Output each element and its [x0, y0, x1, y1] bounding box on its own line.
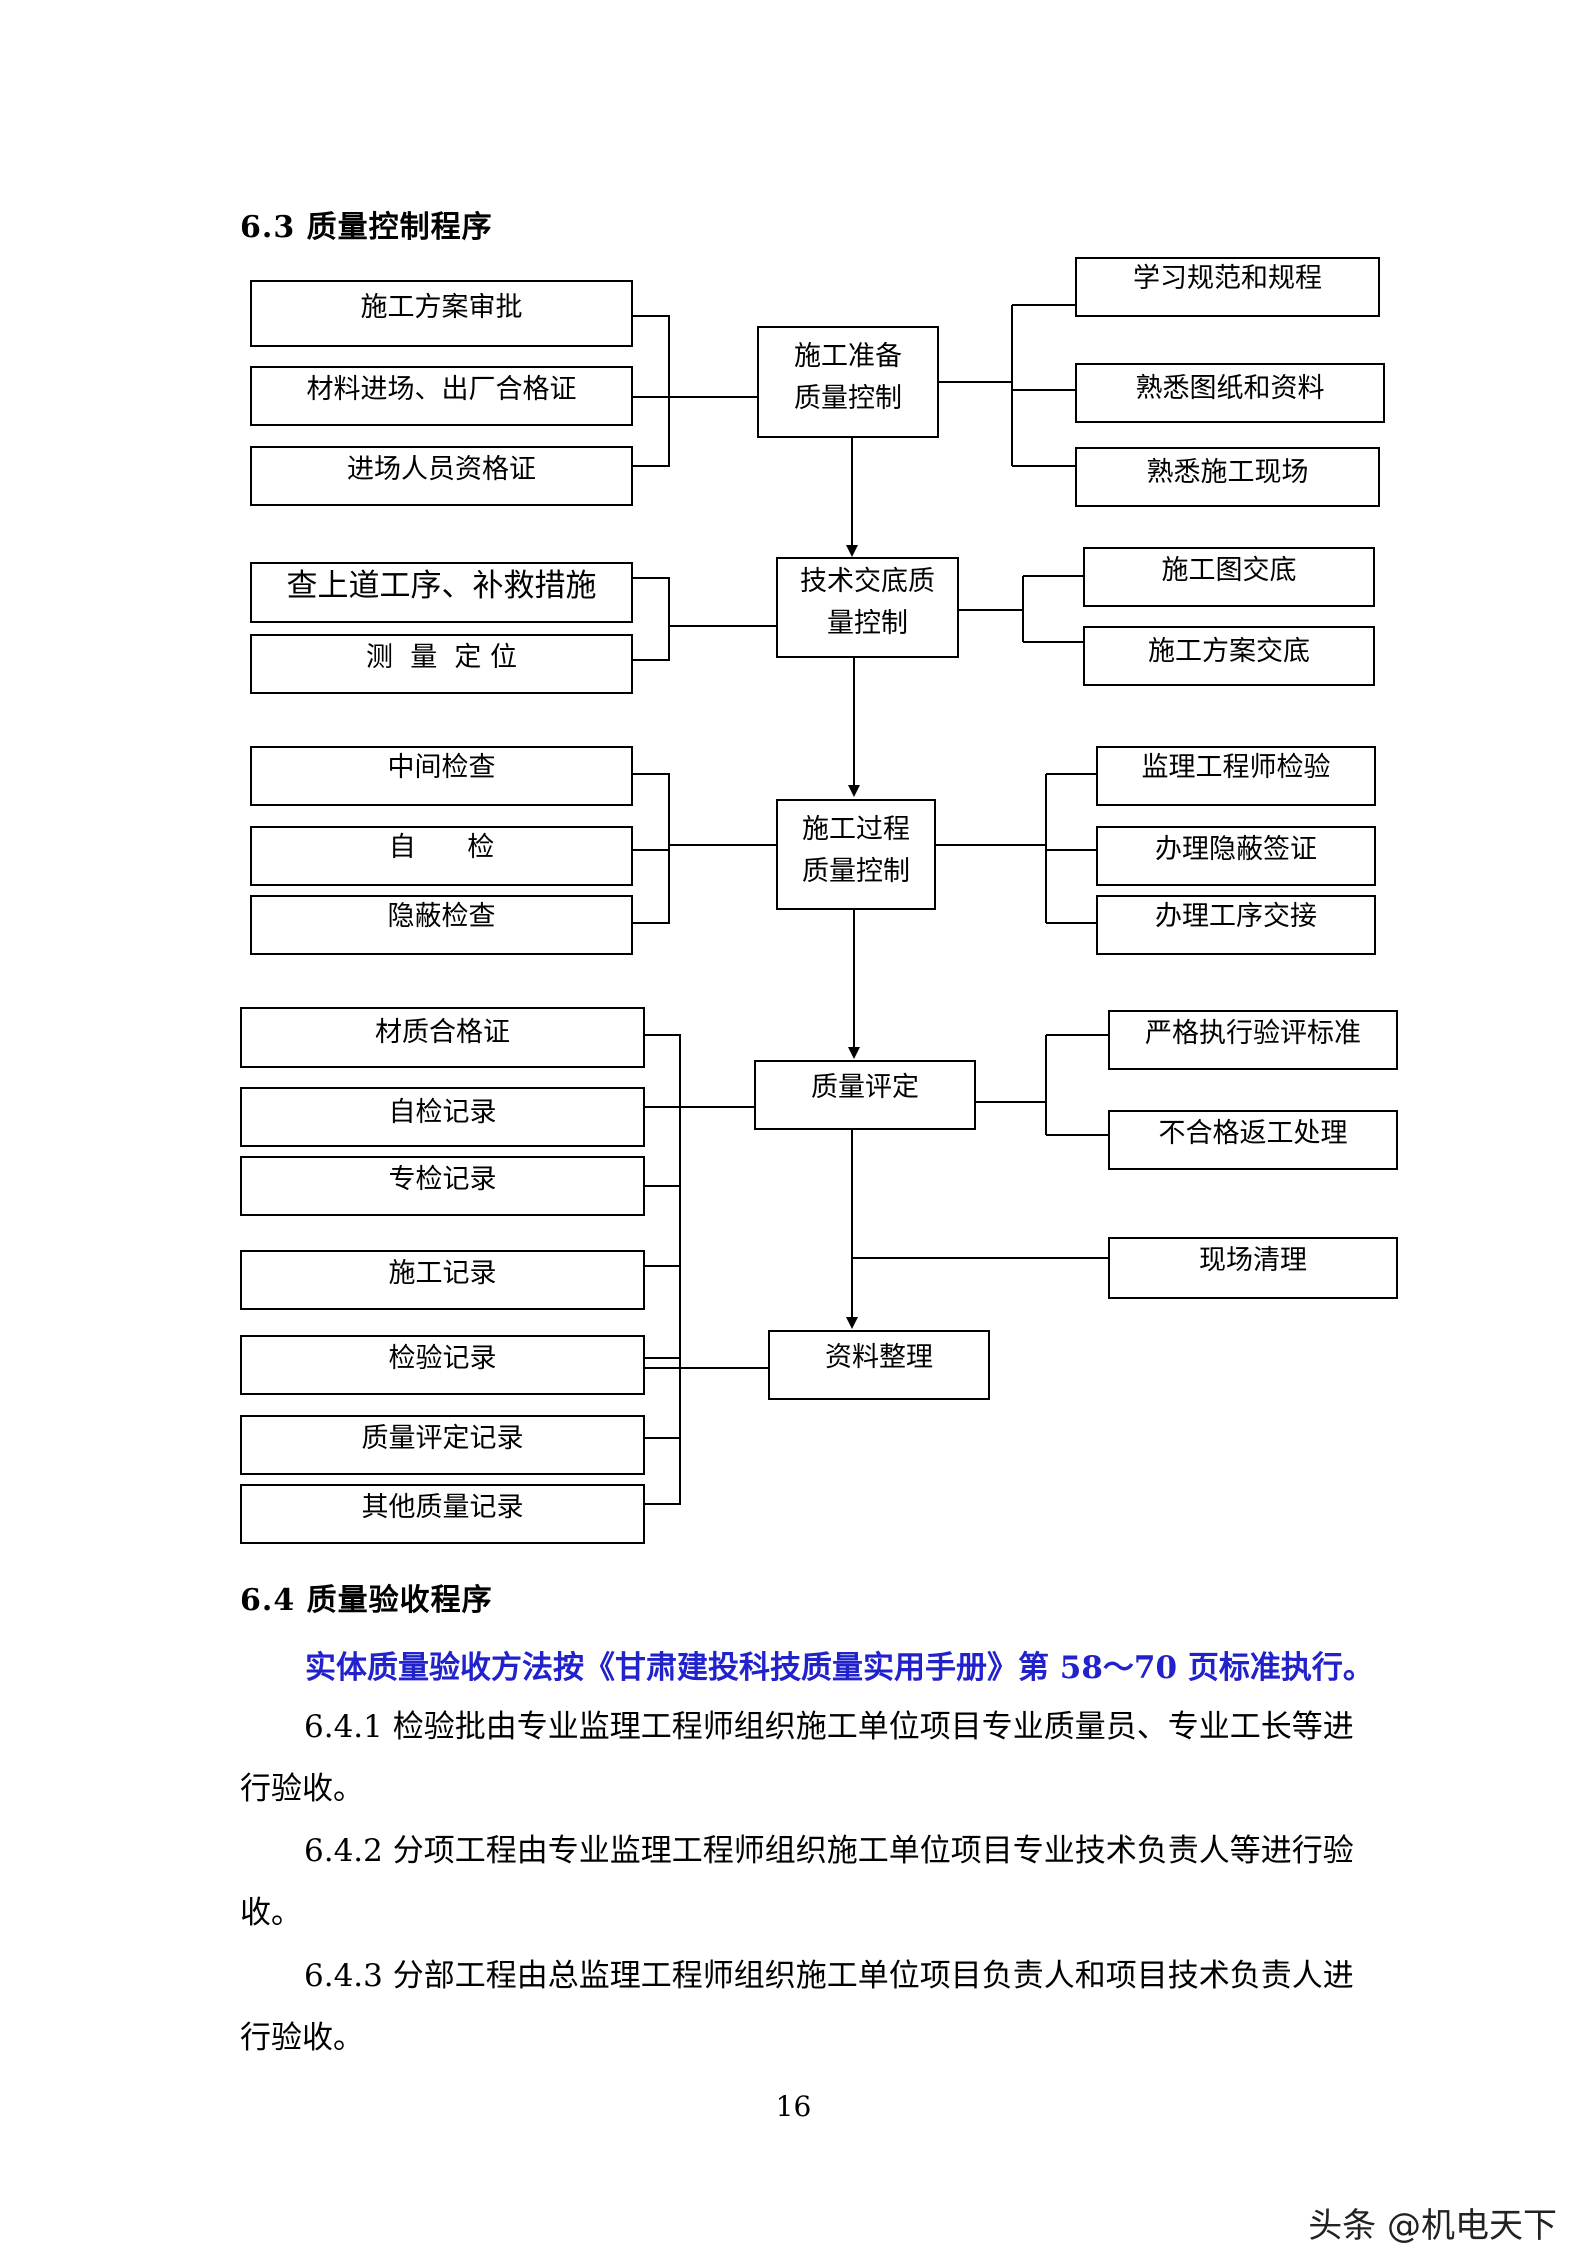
record-item: 自检记录 [240, 1087, 645, 1147]
tech-left-item: 测 量 定 位 [250, 634, 633, 694]
watermark: 头条 @机电天下 [1308, 2206, 1557, 2246]
record-item: 检验记录 [240, 1335, 645, 1395]
paragraph-6-4-1: 6.4.1 检验批由专业监理工程师组织施工单位项目专业质量员、专业工长等进行验收… [240, 1709, 1354, 1807]
process-right-item: 办理工序交接 [1096, 895, 1376, 955]
prep-right-item: 学习规范和规程 [1075, 257, 1380, 317]
record-item: 施工记录 [240, 1250, 645, 1310]
paragraph-6-4-2: 6.4.2 分项工程由专业监理工程师组织施工单位项目专业技术负责人等进行验收。 [240, 1833, 1354, 1931]
tech-left-item: 查上道工序、补救措施 [250, 562, 633, 623]
page-number: 16 [775, 2090, 812, 2123]
process-quality-control-box: 施工过程 质量控制 [776, 799, 936, 910]
prep-left-item: 材料进场、出厂合格证 [250, 366, 633, 426]
record-item: 质量评定记录 [240, 1415, 645, 1475]
prep-left-item: 施工方案审批 [250, 280, 633, 347]
document-arrangement-box: 资料整理 [768, 1330, 990, 1400]
tech-right-item: 施工图交底 [1083, 547, 1375, 607]
record-item: 其他质量记录 [240, 1484, 645, 1544]
evaluation-right-item: 严格执行验评标准 [1108, 1010, 1398, 1070]
process-left-item: 隐蔽检查 [250, 895, 633, 955]
process-left-item: 自 检 [250, 826, 633, 886]
paragraph-6-4-3: 6.4.3 分部工程由总监理工程师组织施工单位项目负责人和项目技术负责人进行验收… [240, 1958, 1354, 2056]
prep-right-item: 熟悉施工现场 [1075, 447, 1380, 507]
record-item: 专检记录 [240, 1156, 645, 1216]
section-6-3-heading: 6.3 质量控制程序 [240, 210, 493, 245]
prep-right-item: 熟悉图纸和资料 [1075, 363, 1385, 423]
process-right-item: 办理隐蔽签证 [1096, 826, 1376, 886]
tech-right-item: 施工方案交底 [1083, 626, 1375, 686]
evaluation-right-item: 不合格返工处理 [1108, 1110, 1398, 1170]
record-item: 材质合格证 [240, 1007, 645, 1068]
site-cleanup-box: 现场清理 [1108, 1237, 1398, 1299]
quality-evaluation-box: 质量评定 [754, 1060, 976, 1130]
process-left-item: 中间检查 [250, 746, 633, 806]
section-6-4-heading: 6.4 质量验收程序 [240, 1583, 493, 1618]
highlight-note: 实体质量验收方法按《甘肃建投科技质量实用手册》第 58～70 页标准执行。 [305, 1650, 1374, 1686]
tech-disclosure-quality-control-box: 技术交底质 量控制 [776, 557, 959, 658]
process-right-item: 监理工程师检验 [1096, 746, 1376, 806]
prep-quality-control-box: 施工准备 质量控制 [757, 326, 939, 438]
prep-left-item: 进场人员资格证 [250, 446, 633, 506]
